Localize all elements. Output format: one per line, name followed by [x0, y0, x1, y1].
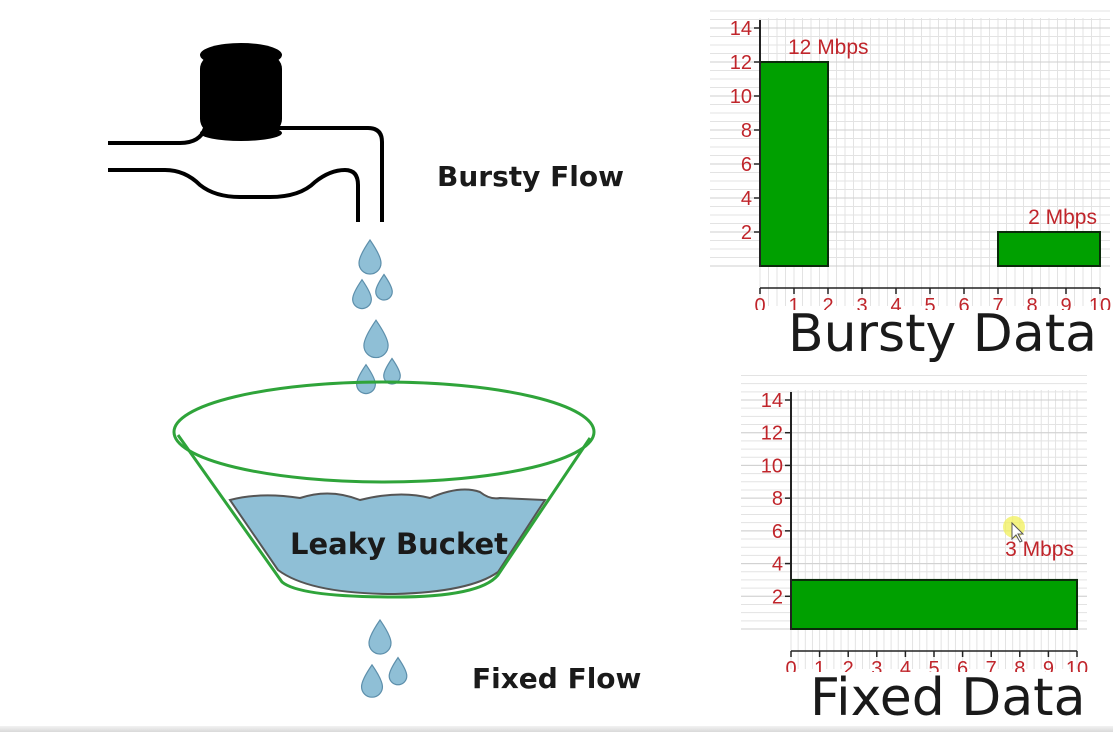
data-label: 12 Mbps [788, 36, 869, 59]
x-tick-label: 10 [1089, 295, 1111, 310]
x-tick-label: 6 [958, 295, 969, 310]
x-tick-label: 8 [1014, 658, 1025, 672]
bottom-bar [0, 726, 1113, 732]
y-tick-label: 8 [772, 488, 783, 510]
water-drops [352, 238, 408, 698]
water-drop-icon [360, 663, 384, 698]
y-tick-label: 12 [730, 52, 752, 74]
water-drop-icon [363, 319, 389, 359]
data-label: 3 Mbps [1005, 538, 1074, 561]
water-drop-icon [352, 278, 372, 310]
water-drop-icon [368, 618, 392, 655]
y-tick-label: 6 [772, 521, 783, 543]
x-tick-label: 2 [843, 658, 854, 672]
x-tick-label: 6 [957, 658, 968, 672]
x-tick-label: 1 [788, 295, 799, 310]
x-tick-label: 4 [890, 295, 901, 310]
x-tick-label: 9 [1060, 295, 1071, 310]
water-drop-icon [388, 656, 408, 686]
y-tick-label: 14 [761, 390, 783, 412]
leaky-bucket-illustration [108, 43, 596, 698]
bar [997, 231, 1101, 267]
x-tick-label: 9 [1043, 658, 1054, 672]
x-tick-label: 3 [856, 295, 867, 310]
y-tick-label: 2 [741, 222, 752, 244]
bucket-icon [172, 380, 596, 599]
bar [759, 61, 829, 267]
x-tick-label: 2 [822, 295, 833, 310]
x-tick-label: 7 [986, 658, 997, 672]
leaky-bucket-label: Leaky Bucket [290, 527, 508, 561]
water-drop-icon [383, 357, 401, 385]
bursty-flow-label: Bursty Flow [437, 160, 624, 193]
y-tick-label: 2 [772, 586, 783, 608]
x-tick-label: 5 [924, 295, 935, 310]
y-tick-label: 8 [741, 120, 752, 142]
y-tick-label: 10 [761, 455, 783, 477]
x-tick-label: 3 [871, 658, 882, 672]
y-tick-label: 4 [741, 188, 752, 210]
bursty-data-chart-title: Bursty Data [788, 304, 1097, 364]
water-drop-icon [356, 363, 376, 395]
y-tick-label: 14 [730, 18, 752, 40]
water-drop-icon [358, 238, 382, 275]
fixed-data-chart-title: Fixed Data [810, 668, 1086, 728]
water-drop-icon [375, 273, 393, 301]
x-tick-label: 7 [992, 295, 1003, 310]
y-tick-label: 10 [730, 86, 752, 108]
x-tick-label: 10 [1066, 658, 1088, 672]
data-label: 2 Mbps [1028, 206, 1097, 229]
x-tick-label: 0 [754, 295, 765, 310]
x-tick-label: 0 [785, 658, 796, 672]
x-tick-label: 4 [900, 658, 911, 672]
y-tick-label: 12 [761, 423, 783, 445]
bar [790, 578, 1078, 631]
x-tick-label: 5 [928, 658, 939, 672]
fixed-flow-label: Fixed Flow [472, 662, 642, 695]
x-tick-label: 1 [814, 658, 825, 672]
y-tick-label: 4 [772, 554, 783, 576]
faucet-icon [108, 43, 384, 222]
x-tick-label: 8 [1026, 295, 1037, 310]
cursor-icon [1003, 516, 1025, 543]
y-tick-label: 6 [741, 154, 752, 176]
